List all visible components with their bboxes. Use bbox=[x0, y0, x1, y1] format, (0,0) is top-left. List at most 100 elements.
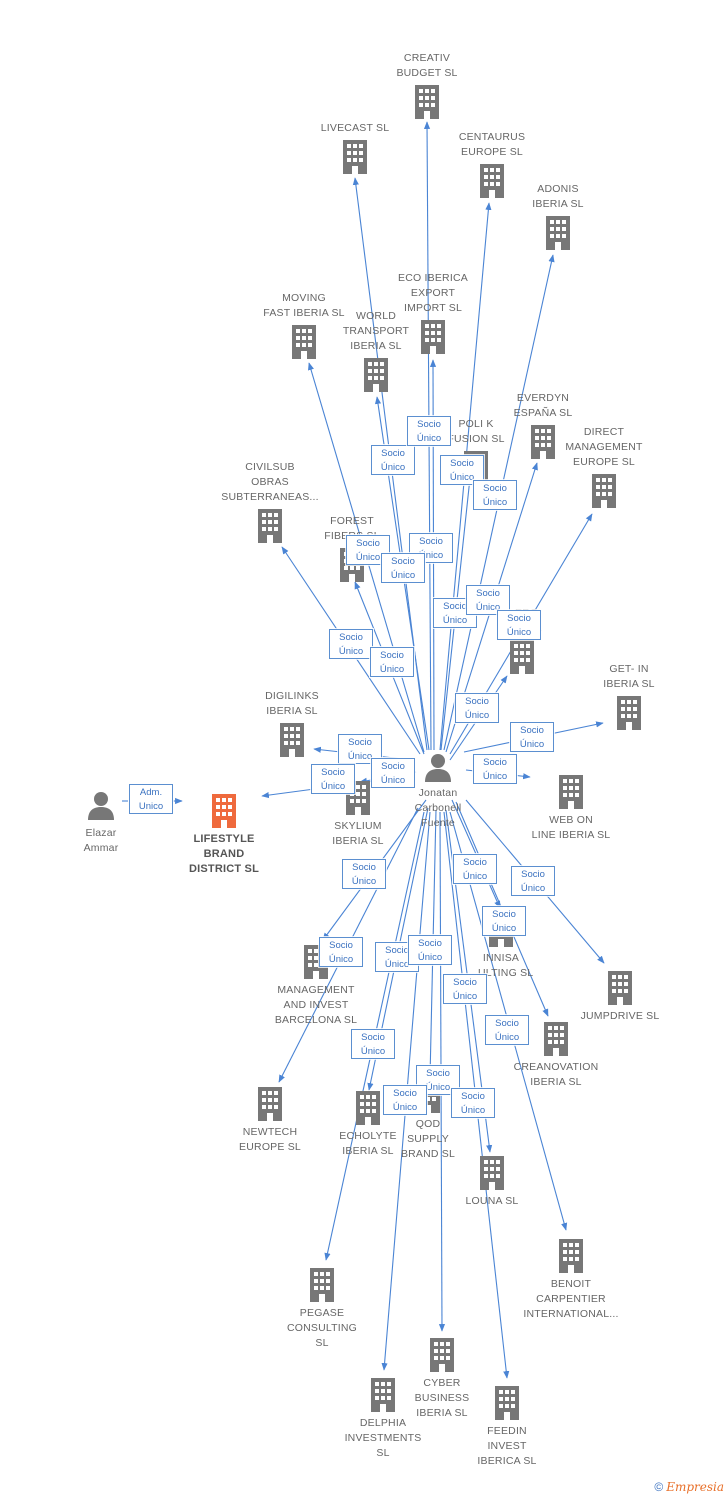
company-civilsub[interactable]: CIVILSUB OBRAS SUBTERRANEAS... bbox=[221, 461, 319, 543]
building-icon bbox=[292, 325, 316, 359]
company-label: MANAGEMENT AND INVEST BARCELONA SL bbox=[274, 984, 358, 1026]
copyright-icon: © bbox=[654, 1480, 664, 1494]
building-icon bbox=[310, 1268, 334, 1302]
building-icon bbox=[480, 164, 504, 198]
socio-unico-tag[interactable]: Socio Único bbox=[482, 906, 526, 936]
building-icon bbox=[421, 320, 445, 354]
company-label: DELPHIA INVESTMENTS SL bbox=[344, 1417, 422, 1459]
socio-unico-tag[interactable]: Socio Único bbox=[371, 758, 415, 788]
socio-unico-tag[interactable]: Socio Único bbox=[342, 859, 386, 889]
building-icon bbox=[258, 1087, 282, 1121]
company-pegase[interactable]: PEGASE CONSULTING SL bbox=[287, 1268, 357, 1349]
building-icon bbox=[617, 696, 641, 730]
socio-unico-tag[interactable]: Socio Único bbox=[370, 647, 414, 677]
company-label: GET- IN IBERIA SL bbox=[603, 663, 655, 690]
company-echolyte[interactable]: ECHOLYTE IBERIA SL bbox=[339, 1091, 397, 1157]
company-worldtransport[interactable]: WORLD TRANSPORT IBERIA SL bbox=[343, 310, 409, 392]
socio-unico-tag[interactable]: Socio Único bbox=[485, 1015, 529, 1045]
company-label: EVERDYN ESPAÑA SL bbox=[513, 392, 573, 419]
company-label: QOD SUPPLY BRAND SL bbox=[400, 1118, 456, 1160]
building-icon bbox=[559, 1239, 583, 1273]
company-louna[interactable]: LOUNA SL bbox=[466, 1156, 518, 1207]
company-label: NEWTECH EUROPE SL bbox=[239, 1126, 301, 1153]
socio-unico-tag[interactable]: Socio Único bbox=[453, 854, 497, 884]
socio-unico-tag[interactable]: Socio Único bbox=[311, 764, 355, 794]
company-movingfast[interactable]: MOVING FAST IBERIA SL bbox=[263, 292, 345, 359]
company-label: DIRECT MANAGEMENT EUROPE SL bbox=[565, 426, 643, 468]
building-icon bbox=[364, 358, 388, 392]
building-icon-highlighted bbox=[212, 794, 236, 828]
socio-unico-tag[interactable]: Socio Único bbox=[455, 693, 499, 723]
building-icon bbox=[343, 140, 367, 174]
company-cyber[interactable]: CYBER BUSINESS IBERIA SL bbox=[415, 1338, 469, 1419]
company-ecoiberica[interactable]: ECO IBERICA EXPORT IMPORT SL bbox=[398, 272, 468, 354]
company-label: CENTAURUS EUROPE SL bbox=[458, 131, 526, 158]
socio-unico-tag[interactable]: Socio Único bbox=[319, 937, 363, 967]
person-jonatan-carbonell[interactable]: Jonatan Carbonell Fuente bbox=[415, 752, 461, 832]
building-icon bbox=[371, 1378, 395, 1412]
company-label: LIFESTYLE BRAND DISTRICT SL bbox=[188, 833, 260, 875]
company-creativ[interactable]: CREATIV BUDGET SL bbox=[396, 52, 457, 119]
building-icon bbox=[592, 474, 616, 508]
company-digilinks[interactable]: DIGILINKS IBERIA SL bbox=[265, 690, 319, 757]
company-centaurus[interactable]: CENTAURUS EUROPE SL bbox=[459, 131, 525, 198]
company-label: WEB ON LINE IBERIA SL bbox=[531, 814, 611, 841]
socio-unico-tag[interactable]: Socio Único bbox=[473, 480, 517, 510]
company-label: LIVECAST SL bbox=[320, 122, 390, 134]
building-icon bbox=[559, 775, 583, 809]
socio-unico-tag[interactable]: Socio Único bbox=[443, 974, 487, 1004]
company-unnamed[interactable]: ...ERO ...BA SL bbox=[502, 607, 542, 674]
building-icon bbox=[430, 1338, 454, 1372]
socio-unico-tag[interactable]: Socio Único bbox=[383, 1085, 427, 1115]
company-label: CIVILSUB OBRAS SUBTERRANEAS... bbox=[221, 461, 319, 503]
company-label: MOVING FAST IBERIA SL bbox=[263, 292, 345, 319]
company-adonis[interactable]: ADONIS IBERIA SL bbox=[532, 183, 584, 250]
company-getin[interactable]: GET- IN IBERIA SL bbox=[603, 663, 655, 730]
company-label: CYBER BUSINESS IBERIA SL bbox=[414, 1377, 470, 1419]
person-elazar-ammar[interactable]: Elazar Ammar bbox=[81, 790, 121, 860]
company-directmgmt[interactable]: DIRECT MANAGEMENT EUROPE SL bbox=[565, 426, 642, 508]
socio-unico-tag[interactable]: Socio Único bbox=[497, 610, 541, 640]
socio-unico-tag[interactable]: Socio Único bbox=[371, 445, 415, 475]
building-icon bbox=[356, 1091, 380, 1125]
socio-unico-tag[interactable]: Socio Único bbox=[351, 1029, 395, 1059]
building-icon bbox=[495, 1386, 519, 1420]
company-label: LOUNA SL bbox=[465, 1195, 519, 1207]
company-benoit[interactable]: BENOIT CARPENTIER INTERNATIONAL... bbox=[523, 1239, 618, 1320]
socio-unico-tag[interactable]: Socio Único bbox=[451, 1088, 495, 1118]
socio-unico-tag[interactable]: Socio Único bbox=[381, 553, 425, 583]
building-icon bbox=[608, 971, 632, 1005]
company-delphia[interactable]: DELPHIA INVESTMENTS SL bbox=[345, 1378, 421, 1459]
company-label: WORLD TRANSPORT IBERIA SL bbox=[342, 310, 410, 352]
company-label: ECHOLYTE IBERIA SL bbox=[339, 1130, 397, 1157]
company-jumpdrive[interactable]: JUMPDRIVE SL bbox=[581, 971, 659, 1022]
building-icon bbox=[258, 509, 282, 543]
socio-unico-tag[interactable]: Socio Único bbox=[408, 935, 452, 965]
company-label: POLI K FUSION SL bbox=[447, 418, 505, 445]
company-webon[interactable]: WEB ON LINE IBERIA SL bbox=[532, 775, 610, 841]
socio-unico-tag[interactable]: Socio Único bbox=[329, 629, 373, 659]
company-label: BENOIT CARPENTIER INTERNATIONAL... bbox=[523, 1278, 619, 1320]
person-icon bbox=[425, 754, 451, 782]
company-everdyn[interactable]: EVERDYN ESPAÑA SL bbox=[514, 392, 572, 459]
company-label: FEEDIN INVEST IBERICA SL bbox=[477, 1425, 537, 1467]
socio-unico-tag[interactable]: Socio Único bbox=[510, 722, 554, 752]
adm-unico-tag[interactable]: Adm. Unico bbox=[129, 784, 173, 814]
footer-brand: © Empresia bbox=[654, 1480, 724, 1494]
company-lifestyle-brand-district[interactable]: LIFESTYLE BRAND DISTRICT SL bbox=[189, 794, 259, 884]
building-icon bbox=[280, 723, 304, 757]
company-creanovation[interactable]: CREANOVATION IBERIA SL bbox=[514, 1022, 598, 1088]
company-skylium[interactable]: SKYLIUM IBERIA SL bbox=[332, 781, 384, 847]
company-label: JUMPDRIVE SL bbox=[580, 1010, 660, 1022]
building-icon bbox=[480, 1156, 504, 1190]
company-label: PEGASE CONSULTING SL bbox=[286, 1307, 358, 1349]
company-label: ECO IBERICA EXPORT IMPORT SL bbox=[398, 272, 468, 314]
company-label: SKYLIUM IBERIA SL bbox=[332, 820, 384, 847]
socio-unico-tag[interactable]: Socio Único bbox=[473, 754, 517, 784]
socio-unico-tag[interactable]: Socio Único bbox=[511, 866, 555, 896]
building-icon bbox=[510, 640, 534, 674]
company-feedin[interactable]: FEEDIN INVEST IBERICA SL bbox=[477, 1386, 536, 1467]
company-newtech[interactable]: NEWTECH EUROPE SL bbox=[239, 1087, 301, 1153]
socio-unico-tag[interactable]: Socio Único bbox=[407, 416, 451, 446]
company-livecast[interactable]: LIVECAST SL bbox=[321, 122, 389, 174]
